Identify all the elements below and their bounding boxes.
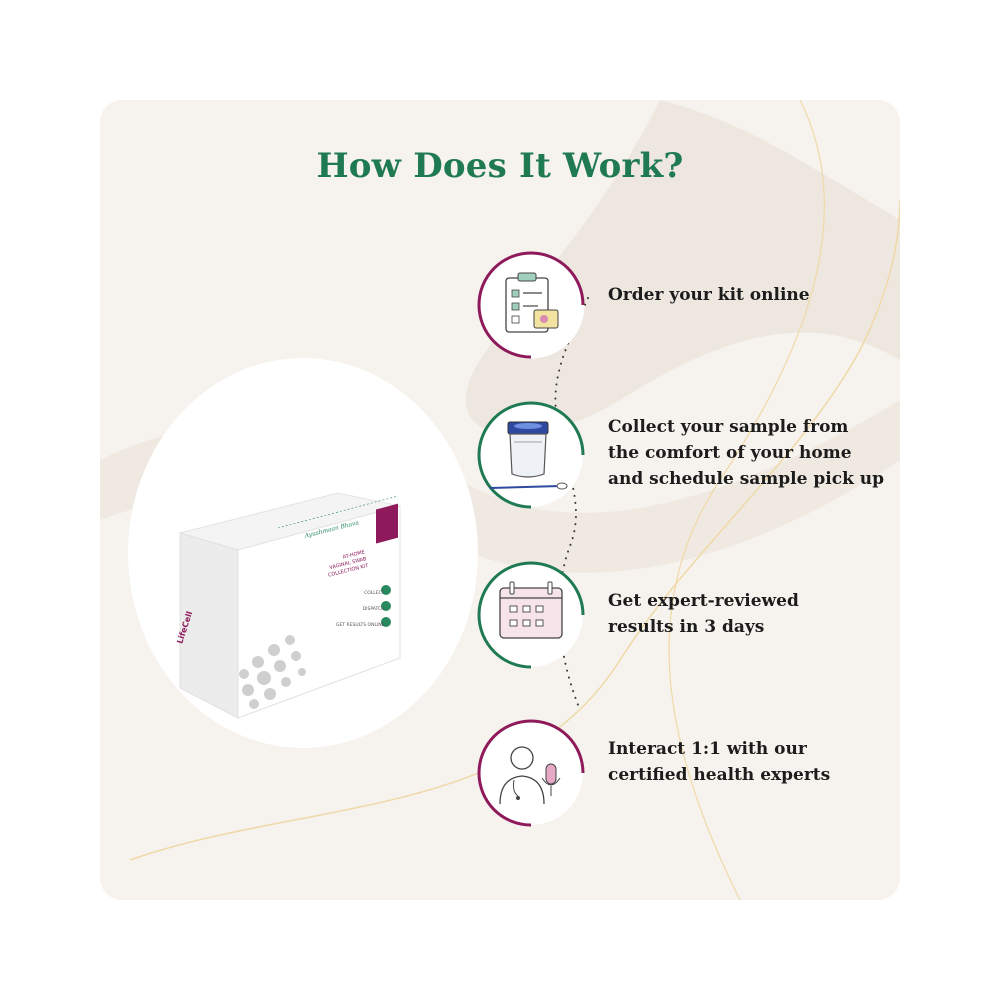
step-get-results: Get expert-reviewed results in 3 days	[476, 560, 896, 670]
doctor-microphone-icon	[477, 719, 585, 827]
product-image: LifeCell LifeCell Ayushmaan Bhava AT-HOM…	[128, 358, 478, 748]
product-brand: LifeCell	[368, 522, 376, 545]
step-text-line: results in 3 days	[608, 617, 765, 637]
step-text: Interact 1:1 with our certified health e…	[608, 736, 830, 788]
step-text-line: the comfort of your home	[608, 443, 852, 463]
product-box-step: DISPATCH	[362, 607, 385, 612]
step-order-kit: Order your kit online	[476, 250, 896, 360]
step-interact-experts: Interact 1:1 with our certified health e…	[476, 718, 896, 828]
step-text-line: Collect your sample from	[608, 417, 849, 437]
step-text: Order your kit online	[608, 282, 810, 308]
step-text-line: Get expert-reviewed	[608, 591, 799, 611]
step-text-line: Order your kit online	[608, 285, 810, 305]
step-text: Collect your sample from the comfort of …	[608, 414, 884, 492]
product-box-steps: COLLECT DISPATCH GET RESULTS ONLINE	[336, 586, 385, 634]
step-collect-sample: Collect your sample from the comfort of …	[476, 400, 896, 510]
clipboard-checklist-icon	[477, 251, 585, 359]
step-text-line: Interact 1:1 with our	[608, 739, 807, 759]
product-box-step: COLLECT	[364, 591, 385, 596]
sample-container-swab-icon	[477, 401, 585, 509]
calendar-icon	[477, 561, 585, 669]
step-text: Get expert-reviewed results in 3 days	[608, 588, 799, 640]
product-box-step: GET RESULTS ONLINE	[336, 623, 385, 628]
page-title: How Does It Work?	[316, 146, 684, 186]
step-text-line: certified health experts	[608, 765, 831, 785]
how-it-works-card: How Does It Work? LifeCell LifeCell	[100, 100, 900, 900]
step-text-line: and schedule sample pick up	[608, 469, 885, 489]
